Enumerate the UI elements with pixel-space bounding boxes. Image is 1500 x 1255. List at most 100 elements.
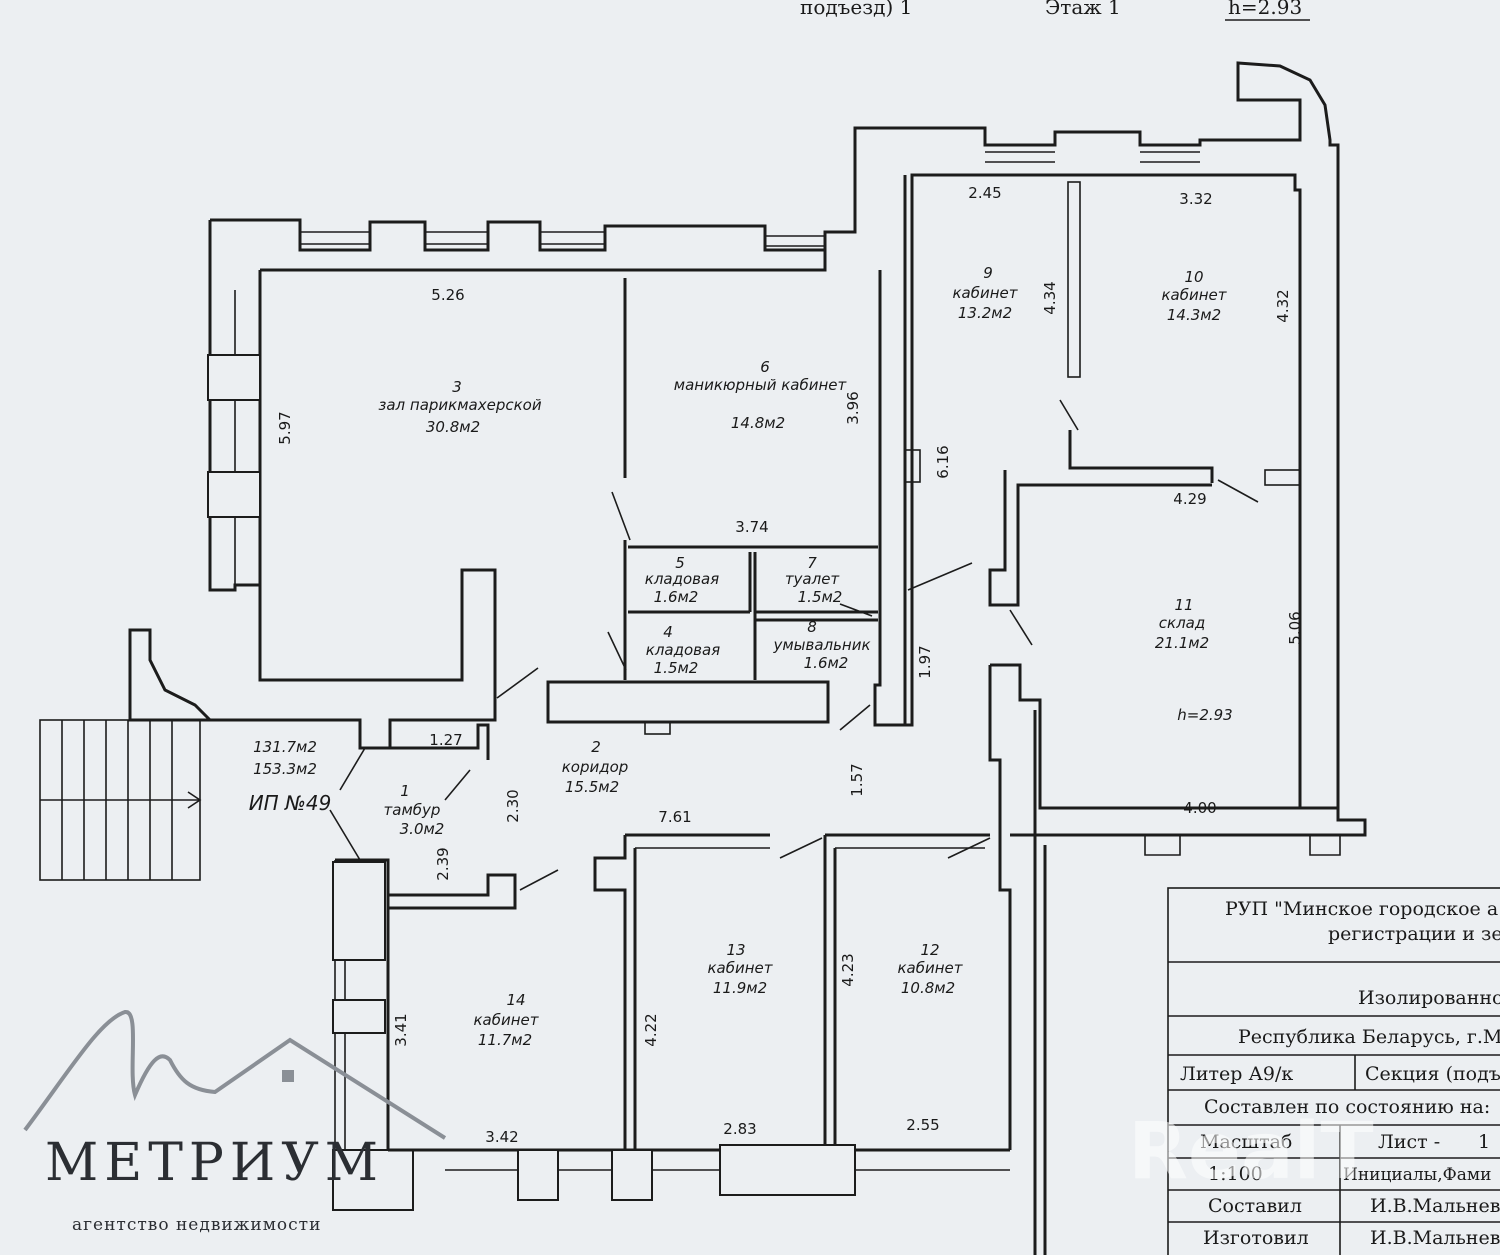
room-3-area: 30.8м2 <box>426 418 480 436</box>
dim-label: 4.22 <box>642 1013 660 1046</box>
realt-watermark: RealT <box>1128 1107 1374 1197</box>
room-4-name: кладовая <box>646 641 720 659</box>
walls <box>128 61 1367 1255</box>
room-8-name: умывальник <box>772 636 870 654</box>
stamp-liter: Литер А9/к <box>1180 1063 1293 1085</box>
room-7-name: туалет <box>785 570 841 588</box>
dim-label: 5.26 <box>431 286 464 304</box>
room-labels: 3 зал парикмахерской 30.8м2 6 маникюрный… <box>249 264 1233 1049</box>
dim-label: 2.83 <box>723 1120 756 1138</box>
dim-label: 3.41 <box>392 1013 410 1046</box>
dim-label: 4.32 <box>1274 289 1292 322</box>
logo-window-icon <box>282 1070 294 1082</box>
room-3-name: зал парикмахерской <box>378 396 541 414</box>
room-14-area: 11.7м2 <box>478 1031 532 1049</box>
room-4-area: 1.5м2 <box>654 659 699 677</box>
room-11-height: h=2.93 <box>1177 706 1232 724</box>
dim-label: 4.23 <box>839 953 857 986</box>
room-7-number: 7 <box>807 554 817 572</box>
stamp-scale-value: 1:100 <box>1208 1163 1263 1185</box>
room-14-name: кабинет <box>473 1011 539 1029</box>
room-7-area: 1.5м2 <box>798 588 843 606</box>
entrance-stairs <box>39 719 366 881</box>
dim-label: 2.30 <box>504 789 522 822</box>
dim-label: 2.39 <box>434 847 452 880</box>
stamp-initials: Инициалы,Фами <box>1343 1165 1491 1185</box>
dim-label: 2.55 <box>906 1116 939 1134</box>
stamp-org-line1: РУП "Минское городское а <box>1225 898 1498 920</box>
room-13-name: кабинет <box>707 959 773 977</box>
room-6-name: маникюрный кабинет <box>674 376 848 394</box>
room-8-number: 8 <box>807 618 817 636</box>
dim-label: 3.96 <box>844 391 862 424</box>
dim-label: 3.74 <box>735 518 768 536</box>
stamp-scale-label: Масштаб <box>1200 1131 1292 1153</box>
room-5-area: 1.6м2 <box>654 588 699 606</box>
dimension-labels: 5.26 5.97 3.96 3.74 2.45 4.34 3.32 4.32 … <box>276 184 1304 1146</box>
dim-label: 1.27 <box>429 731 462 749</box>
stamp-compiled-name: И.В.Мальнев <box>1370 1195 1500 1217</box>
room-9-area: 13.2м2 <box>958 304 1012 322</box>
room-9-name: кабинет <box>952 284 1018 302</box>
room-5-name: кладовая <box>645 570 719 588</box>
stamp-section: Секция (подъ <box>1365 1063 1500 1085</box>
total-area-2: 153.3м2 <box>253 760 317 778</box>
room-1-area: 3.0м2 <box>400 820 445 838</box>
logo-subtitle: агентство недвижимости <box>72 1215 321 1235</box>
logo-roofline-icon <box>23 1010 447 1140</box>
total-area-1: 131.7м2 <box>253 738 317 756</box>
stamp-compiled-label: Составил <box>1208 1195 1302 1217</box>
room-13-number: 13 <box>726 941 745 959</box>
header-floor: Этаж 1 <box>1045 0 1121 19</box>
dim-label: 4.29 <box>1173 490 1206 508</box>
dim-label: 7.61 <box>658 808 691 826</box>
premise-number: ИП №49 <box>249 791 332 815</box>
title-block: РУП "Минское городское а регистрации и з… <box>1167 887 1500 1255</box>
room-14-number: 14 <box>506 991 525 1009</box>
stamp-compiled-state: Составлен по состоянию на: <box>1204 1096 1490 1118</box>
room-6-number: 6 <box>760 358 770 376</box>
room-13-area: 11.9м2 <box>713 979 767 997</box>
room-11-area: 21.1м2 <box>1155 634 1209 652</box>
stamp-sheet-label: Лист - <box>1378 1131 1440 1153</box>
dim-label: 5.06 <box>1286 611 1304 644</box>
room-11-number: 11 <box>1174 596 1193 614</box>
room-1-number: 1 <box>400 782 410 800</box>
room-11-name: склад <box>1159 614 1205 632</box>
room-4-number: 4 <box>663 623 673 641</box>
header-entrance: подъезд) 1 <box>800 0 912 19</box>
metrium-logo: МЕТРИУМ агентство недвижимости <box>23 1010 447 1235</box>
room-12-number: 12 <box>920 941 939 959</box>
dim-label: 4.34 <box>1041 281 1059 314</box>
dim-label: 2.45 <box>968 184 1001 202</box>
dim-label: 1.57 <box>848 763 866 796</box>
stamp-org-line2: регистрации и зе <box>1328 923 1500 945</box>
room-10-name: кабинет <box>1161 286 1227 304</box>
room-10-area: 14.3м2 <box>1167 306 1221 324</box>
logo-name: МЕТРИУМ <box>45 1133 384 1193</box>
room-8-area: 1.6м2 <box>804 654 849 672</box>
room-3-number: 3 <box>452 378 462 396</box>
dim-label: 4.00 <box>1183 799 1216 817</box>
room-12-area: 10.8м2 <box>901 979 955 997</box>
room-2-name: коридор <box>562 758 629 776</box>
header-height: h=2.93 <box>1228 0 1302 19</box>
dim-label: 3.42 <box>485 1128 518 1146</box>
room-2-number: 2 <box>591 738 601 756</box>
room-12-name: кабинет <box>897 959 963 977</box>
stamp-address: Республика Беларусь, г.М <box>1238 1026 1500 1048</box>
dim-label: 3.32 <box>1179 190 1212 208</box>
stamp-made-name: И.В.Мальнев <box>1370 1227 1500 1249</box>
room-2-area: 15.5м2 <box>565 778 619 796</box>
dim-label: 6.16 <box>934 445 952 478</box>
room-5-number: 5 <box>675 554 685 572</box>
dim-label: 5.97 <box>276 411 294 444</box>
stamp-isolated: Изолированно <box>1358 987 1500 1009</box>
room-9-number: 9 <box>983 264 993 282</box>
room-1-name: тамбур <box>384 801 441 819</box>
stamp-made-label: Изготовил <box>1203 1227 1309 1249</box>
dim-label: 1.97 <box>916 645 934 678</box>
room-6-area: 14.8м2 <box>731 414 785 432</box>
room-10-number: 10 <box>1184 268 1203 286</box>
